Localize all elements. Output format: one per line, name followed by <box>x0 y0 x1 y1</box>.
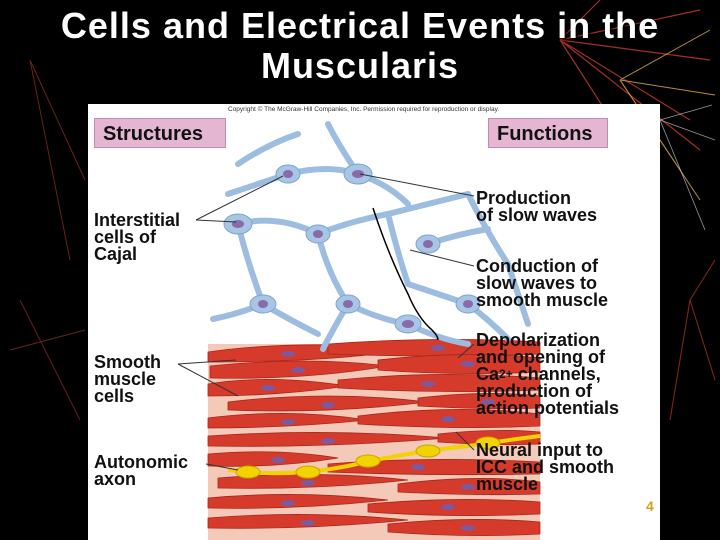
autonomic-axon <box>227 434 541 479</box>
label-conduction-of-slow-waves: Conduction of slow waves to smooth muscl… <box>476 256 609 310</box>
interstitial-cells-of-cajal <box>210 121 531 352</box>
smooth-muscle-cells <box>207 339 541 540</box>
label-interstitial-cells-of-cajal: Interstitial cells of Cajal <box>94 210 181 264</box>
muscularis-illustration <box>177 121 541 540</box>
slow-wave-trace <box>372 207 439 341</box>
copyright-notice: Copyright © The McGraw-Hill Companies, I… <box>228 106 500 113</box>
structures-header: Structures <box>94 118 226 148</box>
slide-title-line-1: Cells and Electrical Events in the <box>60 5 660 46</box>
label-autonomic-axon: Autonomic axon <box>94 452 188 489</box>
slide-title: Cells and Electrical Events in the Muscu… <box>0 6 720 86</box>
label-neural-input: Neural input to ICC and smooth muscle <box>476 440 614 494</box>
muscularis-figure: Copyright © The McGraw-Hill Companies, I… <box>88 104 660 540</box>
functions-header: Functions <box>488 118 608 148</box>
label-depolarization: Depolarization and opening of Ca2+ chann… <box>476 330 620 418</box>
slide-title-line-2: Muscularis <box>260 45 460 86</box>
label-production-of-slow-waves: Production of slow waves <box>476 188 598 225</box>
leader-lines <box>177 173 475 471</box>
label-smooth-muscle-cells: Smooth muscle cells <box>94 352 161 406</box>
figure-number: 4 <box>646 498 654 514</box>
